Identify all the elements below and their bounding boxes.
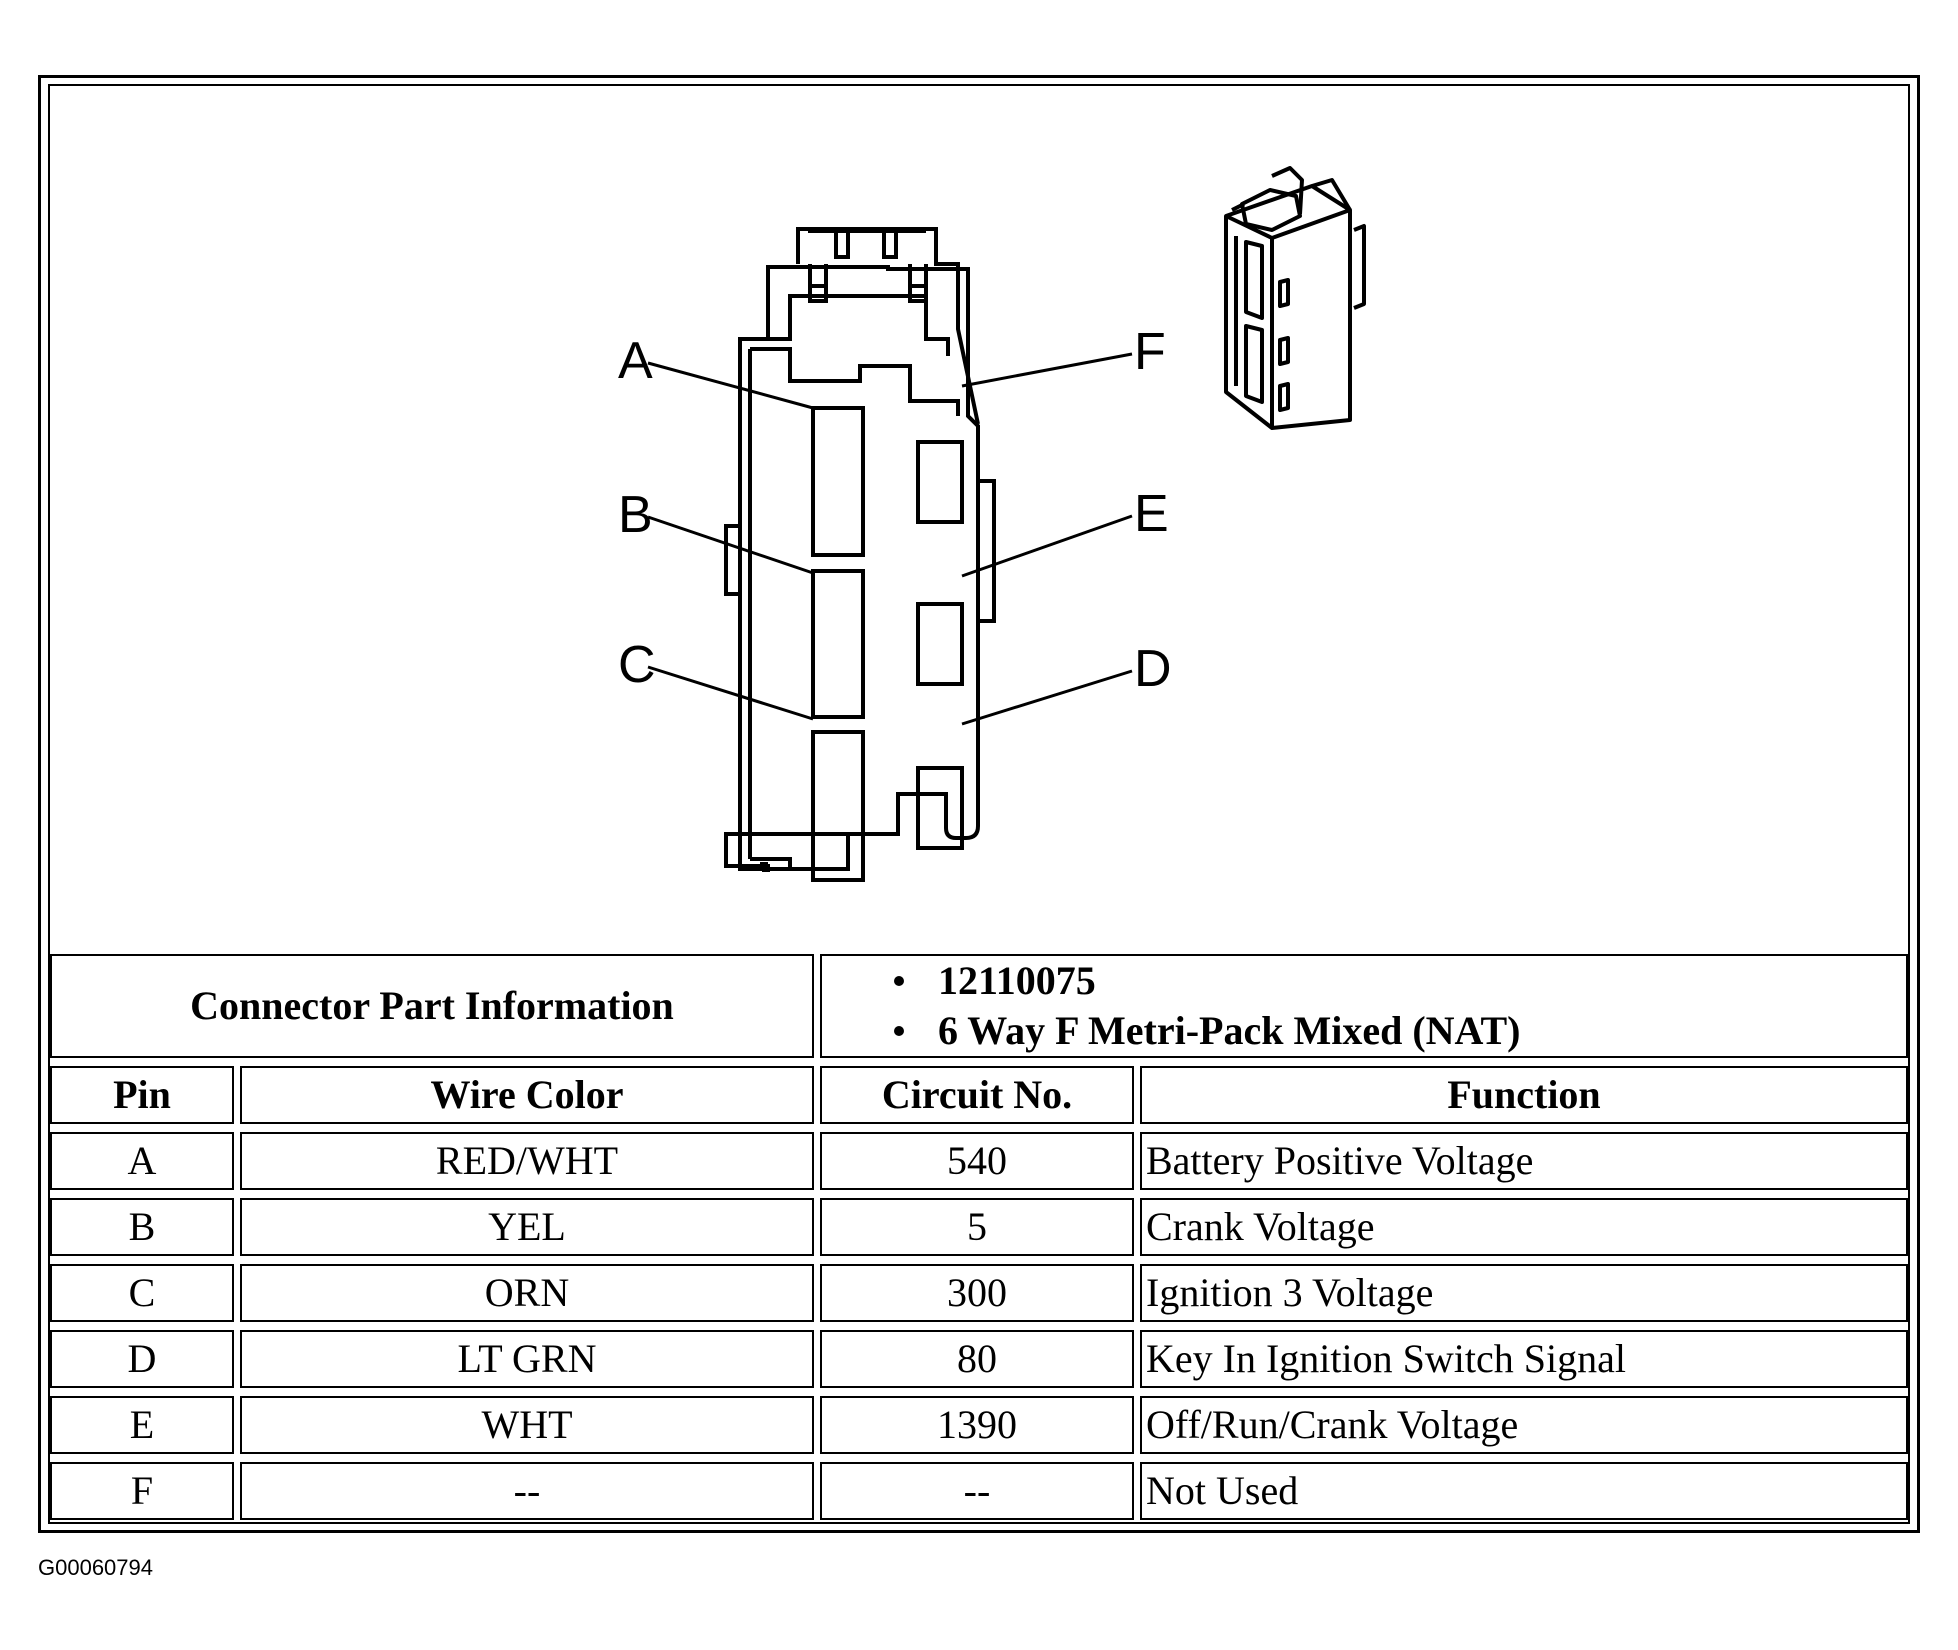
leader-c: [647, 665, 814, 721]
pin-label-c: C: [618, 636, 656, 694]
cavity-e: [916, 602, 964, 686]
part-info-label: Connector Part Information: [50, 954, 814, 1058]
cell-wire-color: RED/WHT: [240, 1132, 814, 1190]
part-info-item: 12110075: [894, 956, 1096, 1006]
cell-pin: F: [50, 1462, 234, 1520]
leader-d: [961, 669, 1133, 726]
cell-circuit: 540: [820, 1132, 1134, 1190]
cell-pin: B: [50, 1198, 234, 1256]
cell-wire-color: YEL: [240, 1198, 814, 1256]
cell-function: Key In Ignition Switch Signal: [1140, 1330, 1908, 1388]
connector-iso-view: [1224, 166, 1366, 430]
leader-b: [647, 515, 814, 575]
connector-drawing: A B C F E D: [618, 166, 1366, 882]
cell-function: Crank Voltage: [1140, 1198, 1908, 1256]
cell-pin: A: [50, 1132, 234, 1190]
leader-e: [961, 514, 1133, 578]
connector-latch: [834, 229, 898, 259]
cavity-c: [811, 730, 865, 882]
cell-circuit: 5: [820, 1198, 1134, 1256]
leader-f: [961, 352, 1133, 388]
cell-function: Off/Run/Crank Voltage: [1140, 1396, 1908, 1454]
connector-diagram: A B C F E D: [50, 86, 1908, 948]
cell-pin: E: [50, 1396, 234, 1454]
cell-wire-color: --: [240, 1462, 814, 1520]
pin-label-a: A: [618, 332, 653, 390]
cavity-b: [811, 569, 865, 719]
bullet-icon: [894, 976, 904, 986]
cavity-d: [916, 766, 964, 850]
cell-pin: D: [50, 1330, 234, 1388]
cell-function: Not Used: [1140, 1462, 1908, 1520]
part-info-list: 12110075 6 Way F Metri-Pack Mixed (NAT): [820, 954, 1908, 1058]
cell-wire-color: ORN: [240, 1264, 814, 1322]
connector-left-tab: [724, 524, 740, 596]
cell-function: Battery Positive Voltage: [1140, 1132, 1908, 1190]
outer-frame: [38, 75, 1920, 1533]
cell-circuit: 300: [820, 1264, 1134, 1322]
cell-circuit: --: [820, 1462, 1134, 1520]
bullet-icon: [894, 1026, 904, 1036]
cell-wire-color: LT GRN: [240, 1330, 814, 1388]
figure-id: G00060794: [38, 1555, 153, 1580]
connector-body-outline: [724, 265, 980, 871]
cell-circuit: 80: [820, 1330, 1134, 1388]
connector-right-tab: [978, 479, 996, 623]
pin-label-e: E: [1134, 485, 1169, 543]
pin-label-f: F: [1134, 323, 1166, 381]
cell-function: Ignition 3 Voltage: [1140, 1264, 1908, 1322]
cell-wire-color: WHT: [240, 1396, 814, 1454]
header-wire-color: Wire Color: [240, 1066, 814, 1124]
header-function: Function: [1140, 1066, 1908, 1124]
cell-circuit: 1390: [820, 1396, 1134, 1454]
header-circuit-no: Circuit No.: [820, 1066, 1134, 1124]
pin-label-d: D: [1134, 640, 1172, 698]
inner-frame: [48, 84, 1910, 1524]
pin-label-b: B: [618, 486, 653, 544]
cavity-a: [811, 406, 865, 557]
cavity-f: [916, 440, 964, 524]
leader-a: [647, 361, 814, 410]
cell-pin: C: [50, 1264, 234, 1322]
header-pin: Pin: [50, 1066, 234, 1124]
part-info-item: 6 Way F Metri-Pack Mixed (NAT): [894, 1006, 1520, 1056]
